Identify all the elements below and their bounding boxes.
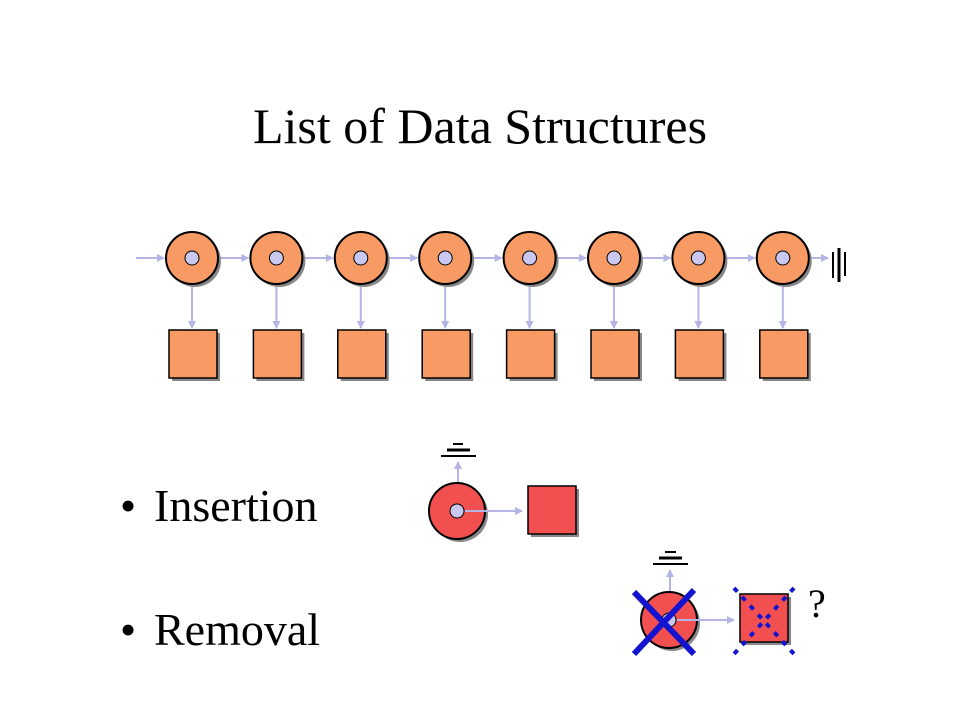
question-mark: ? xyxy=(808,581,826,626)
list-node-pointer xyxy=(775,250,791,266)
removal-illustration: ? xyxy=(631,551,826,657)
insertion-illustration xyxy=(428,443,579,542)
data-box xyxy=(337,329,387,379)
null-terminator-icon xyxy=(832,248,846,282)
list-node-pointer xyxy=(606,250,622,266)
dotted-cross-icon xyxy=(732,586,796,656)
delete-cross-icon xyxy=(631,587,697,657)
remove-data-box xyxy=(739,593,789,643)
bullet-removal: • Removal xyxy=(120,602,320,658)
list-node-pointer xyxy=(184,250,200,266)
insert-node-pointer xyxy=(449,503,465,519)
data-box xyxy=(759,329,809,379)
list-node-pointer xyxy=(522,250,538,266)
list-node-pointer xyxy=(268,250,284,266)
linked-list xyxy=(136,231,829,381)
slide-title: List of Data Structures xyxy=(252,98,708,154)
data-box xyxy=(168,329,218,379)
data-box xyxy=(674,329,725,379)
list-node-pointer xyxy=(690,250,706,266)
list-node-pointer xyxy=(353,250,369,266)
insert-data-box xyxy=(527,485,577,535)
bullet-removal-label: Removal xyxy=(154,604,321,655)
bullet-dot: • xyxy=(120,604,137,655)
data-box xyxy=(252,329,303,379)
bullet-insertion-label: Insertion xyxy=(154,480,318,531)
data-box xyxy=(421,329,471,379)
data-box xyxy=(590,329,640,379)
bullet-insertion: • Insertion xyxy=(120,478,318,534)
null-ground-icon xyxy=(441,443,476,457)
data-box xyxy=(505,329,556,379)
list-node-pointer xyxy=(437,250,453,266)
null-ground-icon xyxy=(653,551,688,565)
bullet-dot: • xyxy=(120,480,137,531)
